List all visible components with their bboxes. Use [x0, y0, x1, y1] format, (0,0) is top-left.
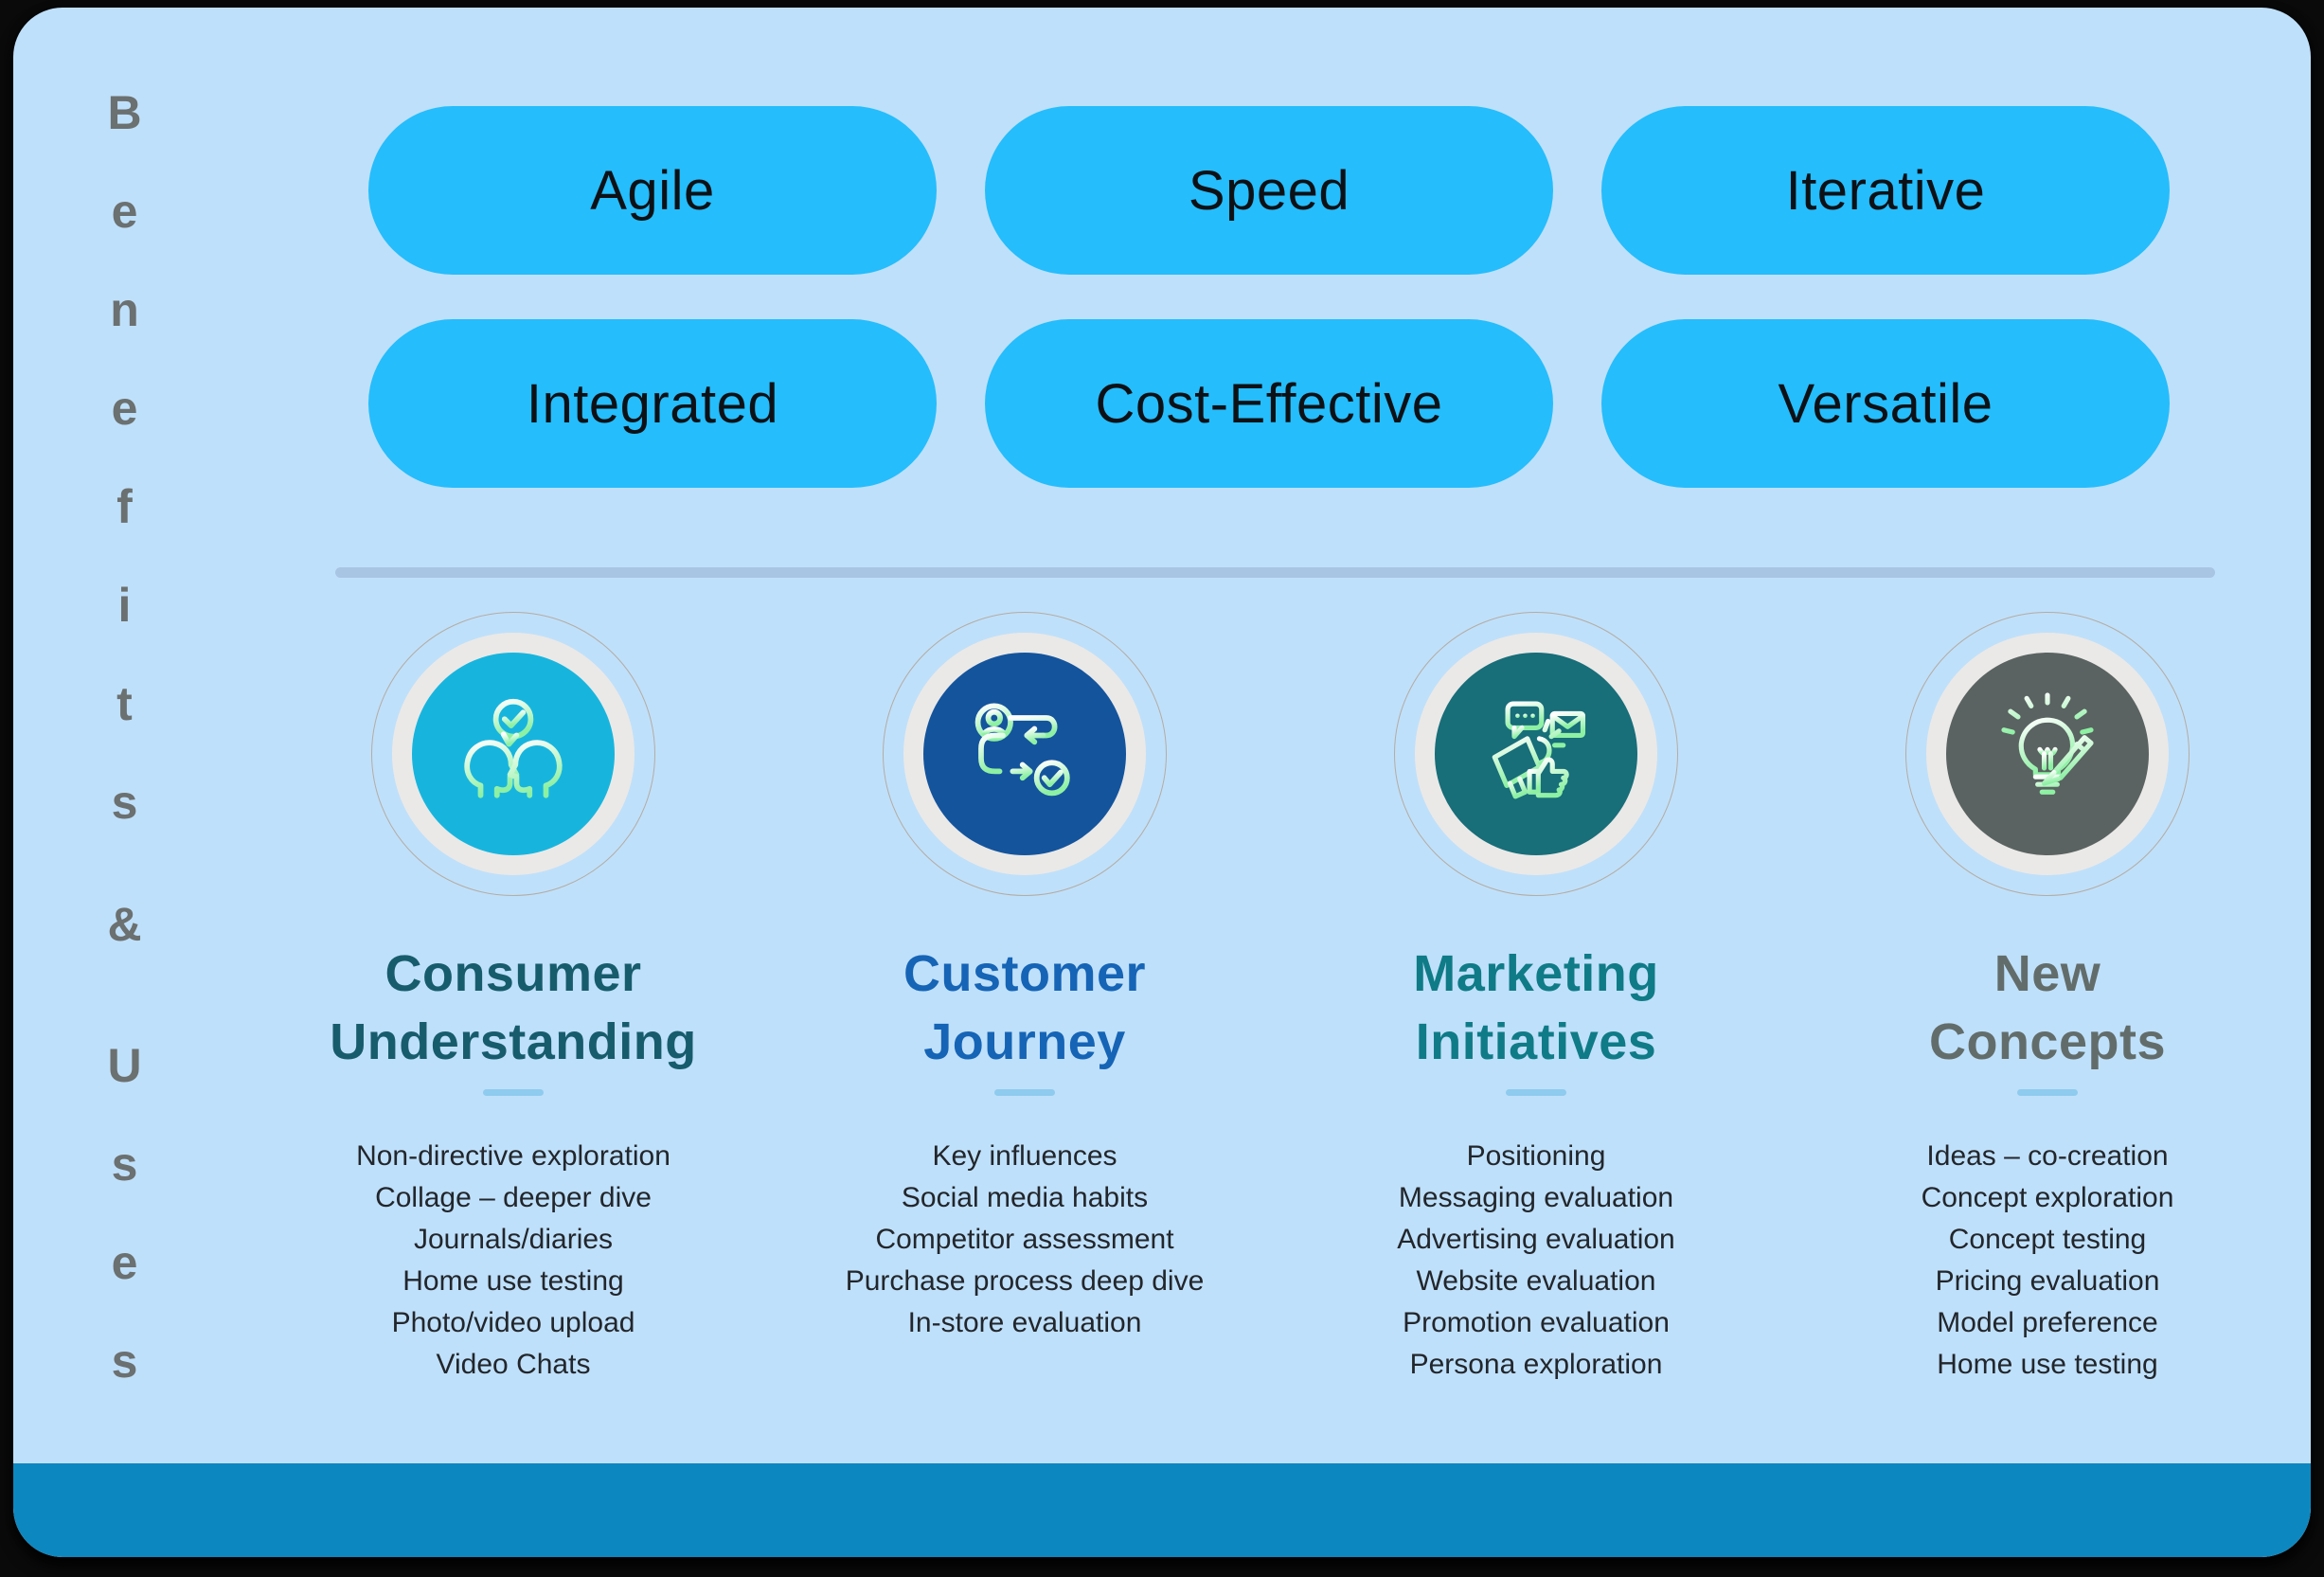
- vertical-letter: f: [116, 480, 133, 533]
- lightbulb-pencil-icon: [1946, 653, 2149, 855]
- list-item: Home use testing: [402, 1265, 624, 1297]
- vertical-letter: i: [117, 579, 132, 632]
- title-underline: [483, 1089, 544, 1096]
- list-item: Concept exploration: [1921, 1182, 2174, 1213]
- benefit-pill-label: Agile: [590, 159, 715, 222]
- column-title: Marketing Initiatives: [1413, 940, 1659, 1076]
- list-item: Social media habits: [901, 1182, 1149, 1213]
- list-item: Home use testing: [1937, 1349, 2158, 1380]
- vertical-letter: s: [111, 776, 138, 829]
- main-content: Agile Speed Iterative Integrated Cost-Ef…: [236, 8, 2311, 1386]
- badge-outer-ring: [1394, 612, 1678, 896]
- badge-outer-ring: [371, 612, 655, 896]
- list-item: Competitor assessment: [875, 1224, 1174, 1255]
- list-item: Journals/diaries: [413, 1224, 614, 1255]
- benefit-pill-label: Integrated: [526, 372, 779, 435]
- column-consumer-understanding: Consumer Understanding Non-directive exp…: [258, 612, 769, 1386]
- badge-outer-ring: [883, 612, 1167, 896]
- list-item: Pricing evaluation: [1935, 1265, 2160, 1297]
- benefit-pill: Cost-Effective: [985, 319, 1553, 488]
- list-item: Photo/video upload: [391, 1307, 635, 1338]
- vertical-letter: s: [111, 1335, 138, 1388]
- list-item: Concept testing: [1948, 1224, 2147, 1255]
- list-item: Positioning: [1466, 1140, 1606, 1172]
- title-underline: [994, 1089, 1055, 1096]
- marketing-initiatives-badge: [1394, 612, 1678, 896]
- list-item: Persona exploration: [1409, 1349, 1663, 1380]
- column-title-line1: Customer: [903, 945, 1147, 1002]
- column-title-line2: Concepts: [1928, 1013, 2167, 1070]
- vertical-letter: e: [111, 1236, 138, 1289]
- column-title: New Concepts: [1929, 940, 2166, 1076]
- column-title-line2: Understanding: [330, 1013, 697, 1070]
- title-underline: [1506, 1089, 1566, 1096]
- list-item: Ideas – co-creation: [1926, 1140, 2169, 1172]
- list-item: In-store evaluation: [907, 1307, 1142, 1338]
- benefit-pill: Versatile: [1601, 319, 2170, 488]
- badge-outer-ring: [1905, 612, 2190, 896]
- column-title-line2: Journey: [923, 1013, 1126, 1070]
- column-title-line1: Marketing: [1413, 945, 1659, 1002]
- list-item: Advertising evaluation: [1397, 1224, 1675, 1255]
- bottom-accent-bar: [13, 1463, 2311, 1557]
- column-title: Customer Journey: [903, 940, 1146, 1076]
- benefit-pill-label: Iterative: [1785, 159, 1986, 222]
- column-title-line1: Consumer: [384, 945, 642, 1002]
- customer-journey-badge: [883, 612, 1167, 896]
- list-item: Non-directive exploration: [356, 1140, 670, 1172]
- list-item: Collage – deeper dive: [375, 1182, 652, 1213]
- column-title-line2: Initiatives: [1415, 1013, 1657, 1070]
- vertical-letter: e: [111, 382, 138, 435]
- list-item: Messaging evaluation: [1398, 1182, 1674, 1213]
- list-item: Promotion evaluation: [1403, 1307, 1670, 1338]
- column-title: Consumer Understanding: [330, 940, 697, 1076]
- ampersand-letter: &: [107, 898, 142, 951]
- column-title-line1: New: [1993, 945, 2101, 1002]
- benefit-pills-grid: Agile Speed Iterative Integrated Cost-Ef…: [368, 106, 2311, 488]
- vertical-letter: B: [107, 86, 142, 139]
- list-item: Key influences: [932, 1140, 1117, 1172]
- benefit-pill-label: Cost-Effective: [1095, 372, 1443, 435]
- vertical-letter: s: [111, 1138, 138, 1191]
- vertical-letter: t: [116, 677, 133, 730]
- uses-columns: Consumer Understanding Non-directive exp…: [258, 612, 2303, 1386]
- list-item: Model preference: [1937, 1307, 2158, 1338]
- new-concepts-badge: [1905, 612, 2190, 896]
- benefit-pill: Integrated: [368, 319, 937, 488]
- list-item: Video Chats: [436, 1349, 591, 1380]
- section-divider: [335, 567, 2215, 578]
- vertical-letter: e: [111, 185, 138, 238]
- benefit-pill: Agile: [368, 106, 937, 275]
- consumer-understanding-badge: [371, 612, 655, 896]
- list-item: Purchase process deep dive: [845, 1265, 1205, 1297]
- vertical-letter: U: [107, 1039, 142, 1092]
- people-chat-check-icon: [412, 653, 615, 855]
- benefit-pill: Iterative: [1601, 106, 2170, 275]
- benefit-pill-label: Speed: [1188, 159, 1350, 222]
- journey-flow-icon: [923, 653, 1126, 855]
- list-item: Website evaluation: [1416, 1265, 1656, 1297]
- vertical-letter: n: [110, 283, 139, 336]
- benefit-pill: Speed: [985, 106, 1553, 275]
- benefit-pill-label: Versatile: [1778, 372, 1993, 435]
- megaphone-campaign-icon: [1435, 653, 1637, 855]
- title-underline: [2017, 1089, 2078, 1096]
